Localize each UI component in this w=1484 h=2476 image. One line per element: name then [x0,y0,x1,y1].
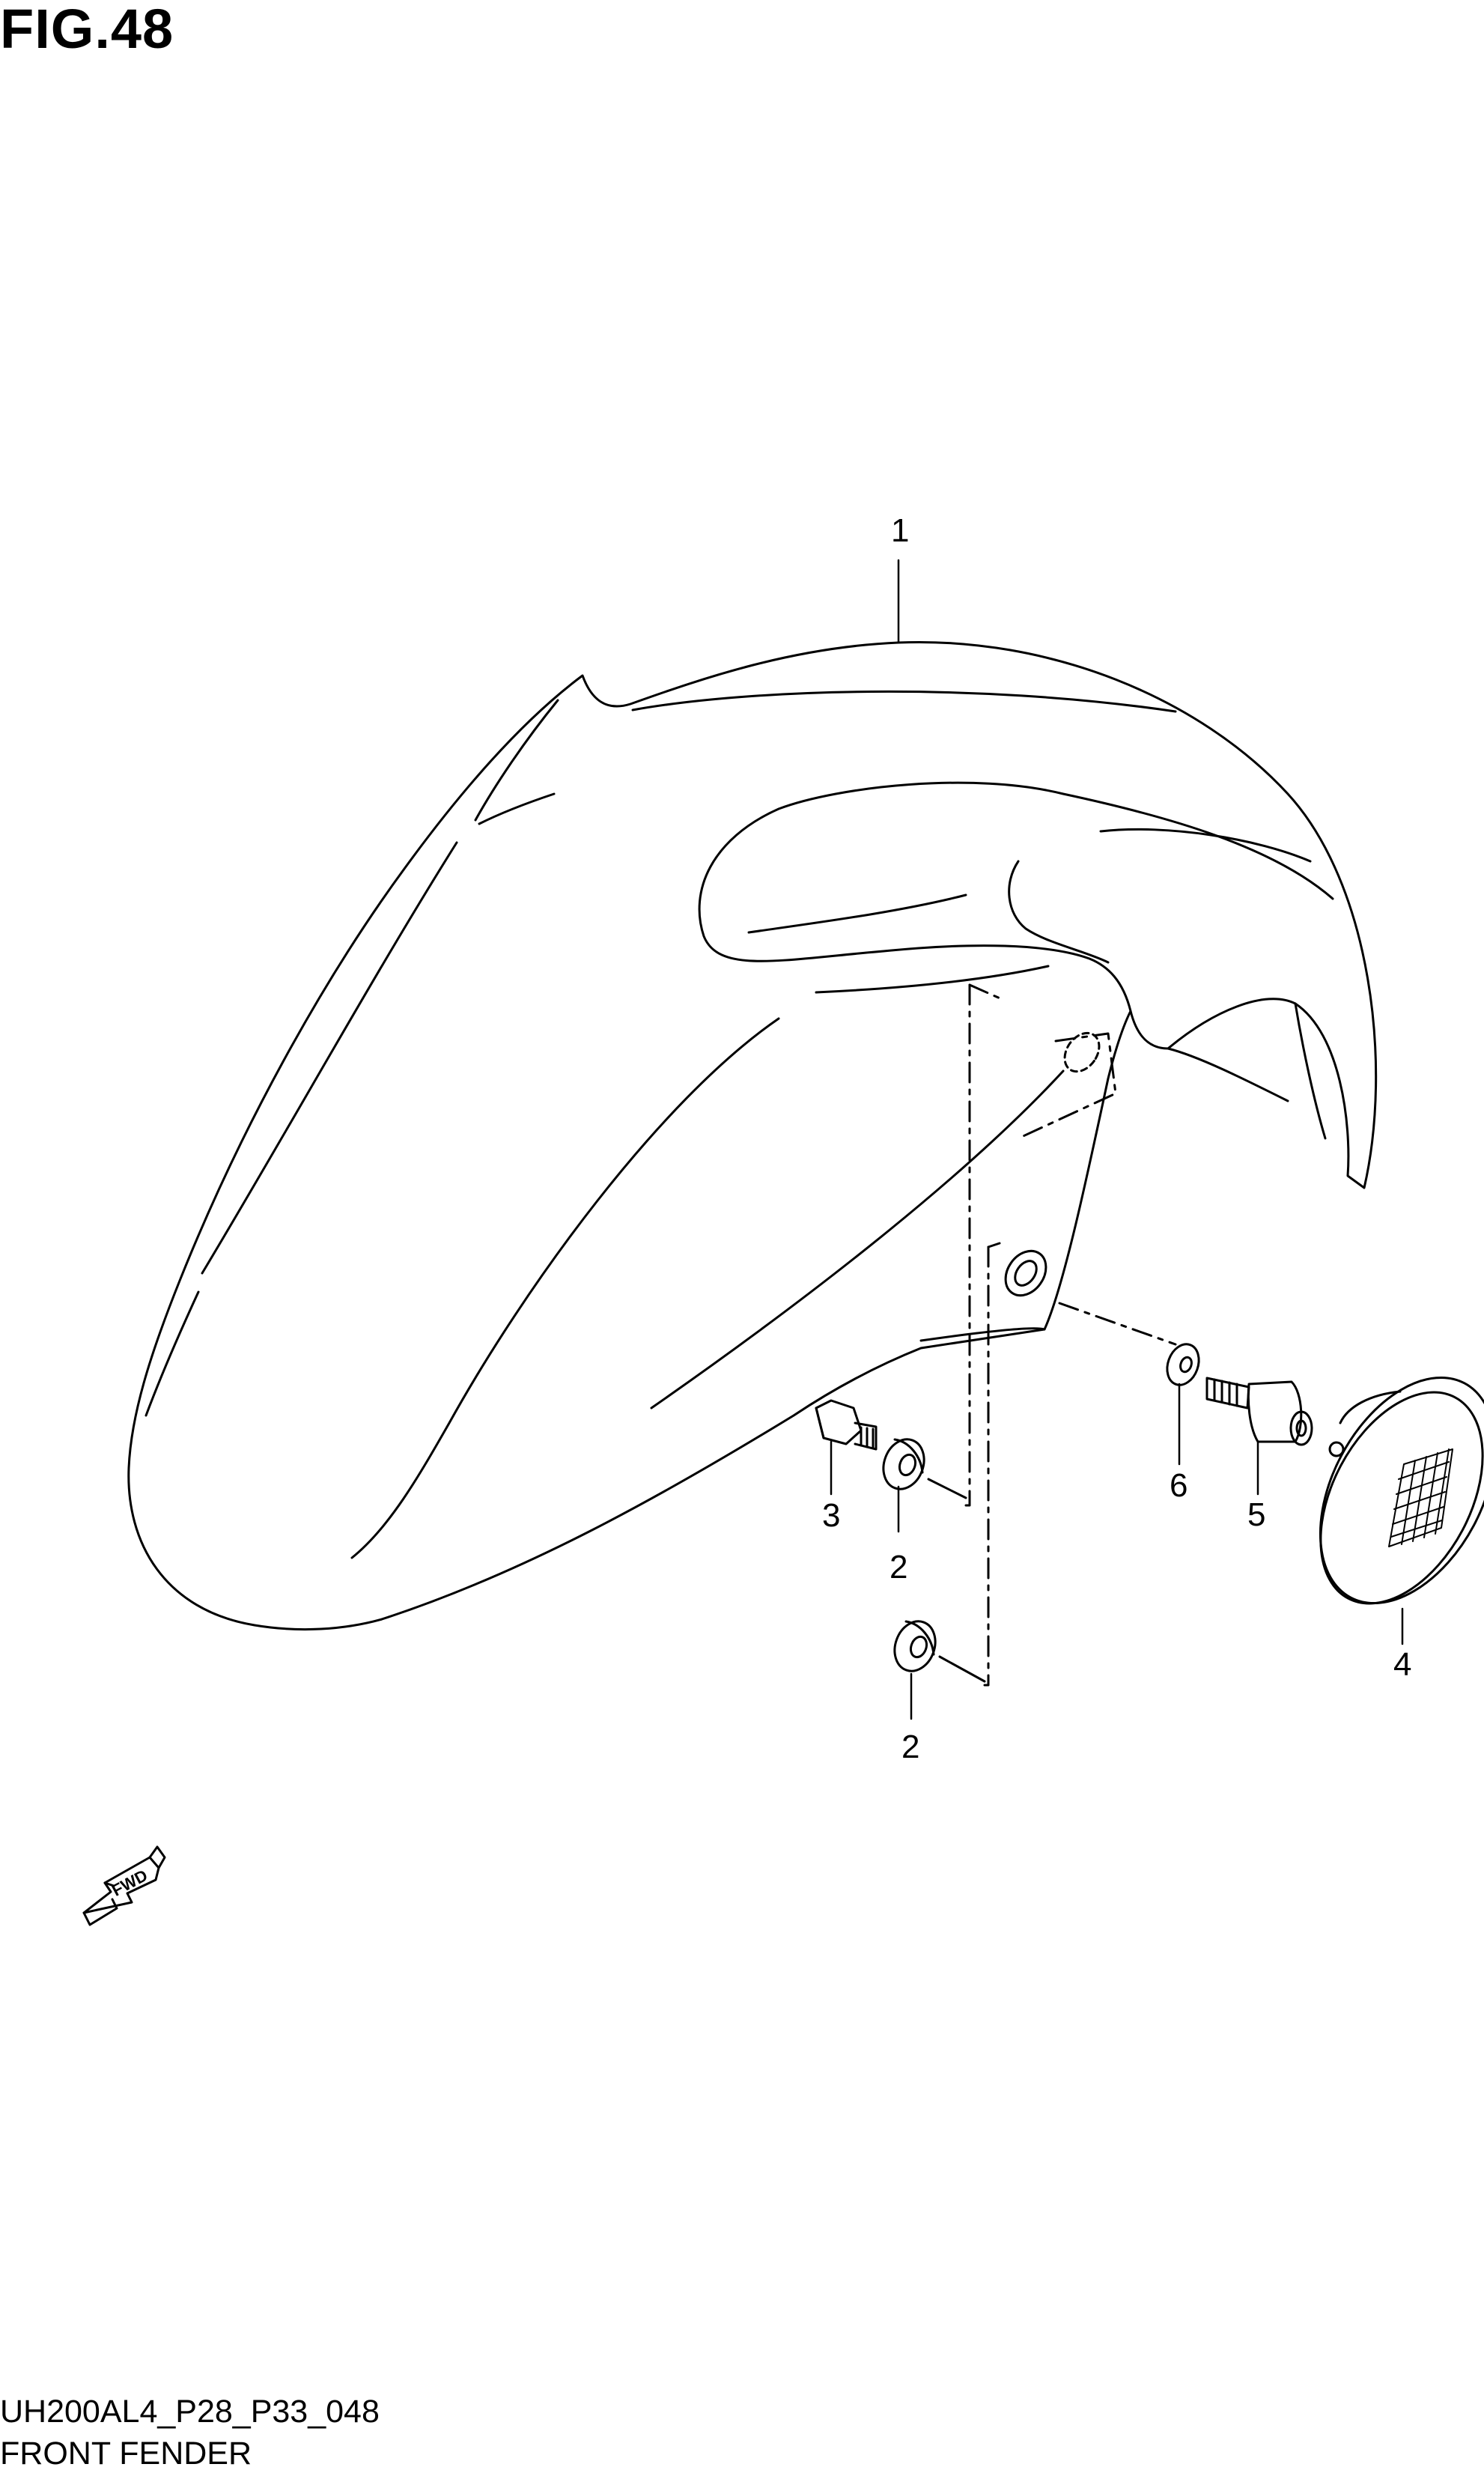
callout-part-2-lower: 2 [901,1729,919,1765]
bolt [815,1399,878,1451]
callout-part-5: 5 [1247,1496,1265,1533]
reflector [1319,1376,1484,1605]
callout-part-4: 4 [1393,1646,1411,1683]
fender-mount-hole [1004,1031,1101,1297]
callout-labels: 1 2 2 3 4 5 6 [822,512,1411,1765]
front-fender [127,640,1378,1631]
callout-leaders [830,559,1404,1720]
guide-connectors [927,1478,986,1683]
callout-part-6: 6 [1170,1467,1187,1504]
figure-code: UH200AL4_P28_P33_048 [0,2394,380,2430]
callout-part-2-upper: 2 [890,1549,907,1586]
collar-washer-upper [882,1438,925,1490]
fwd-arrow-icon: FWD [82,1845,166,1926]
figure-name: FRONT FENDER [0,2436,252,2472]
callout-part-3: 3 [822,1497,840,1534]
callout-part-1: 1 [891,512,909,549]
figure-title: FIG.48 [0,0,174,60]
collar-washer-lower [893,1620,937,1672]
assembly-guide-lines [964,983,1177,1687]
spacer-screw [1205,1377,1313,1446]
washer [1166,1343,1200,1386]
